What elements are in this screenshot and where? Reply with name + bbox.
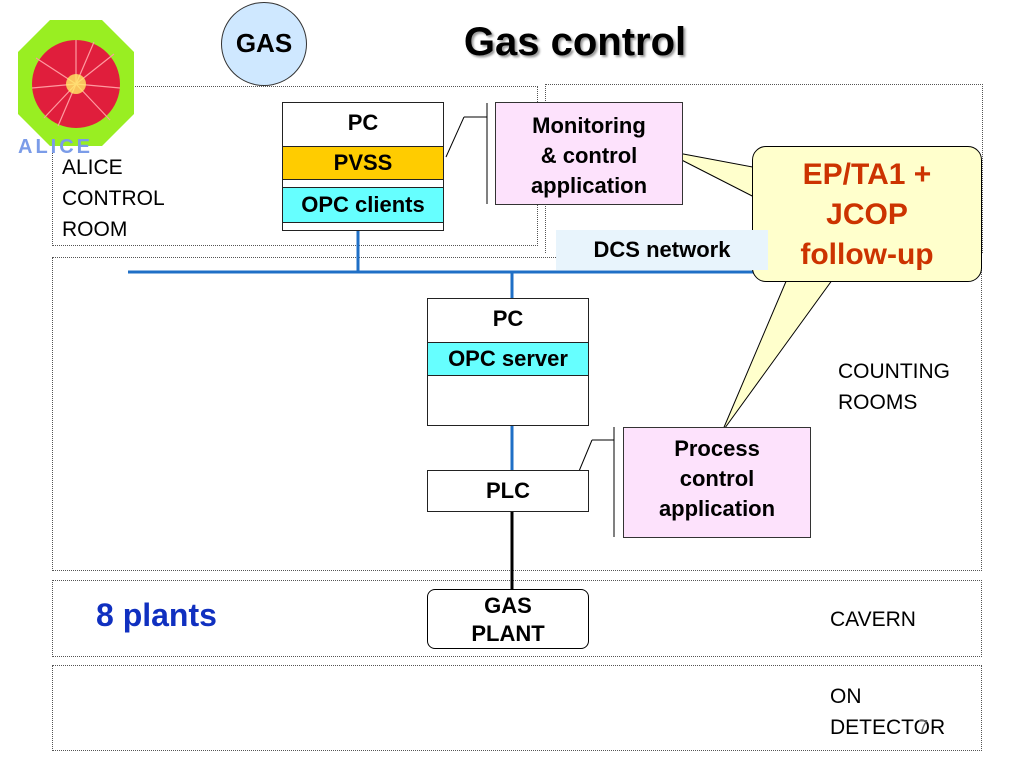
monitoring-control-application: Monitoring & control application (495, 102, 683, 205)
callout-pointer-process (721, 271, 839, 433)
opc-clients-label: OPC clients (283, 187, 443, 223)
gas-plant-box: GAS PLANT (427, 589, 589, 649)
page-title: Gas control (463, 20, 687, 64)
control-room-label: ALICE CONTROL ROOM (62, 156, 165, 241)
pvss-label: PVSS (283, 146, 443, 180)
plants-count: 8 plants (96, 597, 217, 633)
page-number: 7 (918, 717, 929, 737)
pc-server-box: PC OPC server (427, 298, 589, 426)
on-detector-label: ON DETECTOR (830, 685, 946, 739)
plc-box: PLC (427, 470, 589, 512)
alice-logo-icon (18, 20, 134, 146)
alice-logo: ALICE (14, 18, 138, 158)
alice-logo-text: ALICE (18, 136, 93, 158)
pc-client-box: PC PVSS OPC clients (282, 102, 444, 231)
opc-server-label: OPC server (428, 342, 588, 376)
dcs-network-label: DCS network (556, 230, 768, 270)
gas-badge: GAS (221, 2, 307, 86)
process-control-application: Process control application (623, 427, 811, 538)
cavern-label: CAVERN (830, 608, 916, 631)
counting-rooms-label: COUNTING ROOMS (838, 360, 950, 414)
pc-client-title: PC (347, 110, 379, 135)
pc-server-title: PC (492, 306, 524, 331)
on-detector-zone (52, 665, 982, 751)
counting-rooms-zone (52, 257, 982, 571)
gas-badge-label: GAS (235, 28, 293, 58)
cavern-zone (52, 580, 982, 657)
jcop-callout: EP/TA1 + JCOP follow-up (752, 146, 982, 282)
